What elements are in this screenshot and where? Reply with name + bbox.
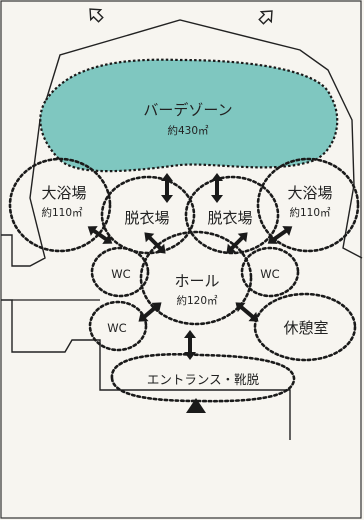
- entrance-name: エントランス・靴脱: [147, 372, 260, 387]
- hall-area: 約120㎡: [176, 294, 218, 307]
- wc-right-zone: [240, 246, 300, 298]
- bath-right-zone: [256, 157, 360, 253]
- building-outline-lower: [1, 299, 291, 440]
- bath-left-area: 約110㎡: [41, 206, 83, 219]
- bar-zone-area: [39, 58, 339, 173]
- lounge-zone: [253, 292, 357, 362]
- wc-lower-zone: [88, 300, 148, 352]
- up-left-arrow-icon: [89, 8, 104, 23]
- bar-zone-name: バーデゾーン: [143, 101, 232, 119]
- wc-left-label: WC: [111, 267, 130, 281]
- bar-zone-area: 約430㎡: [167, 124, 209, 137]
- dressing-right-name: 脱衣場: [207, 209, 252, 227]
- entrance-zone: [110, 352, 296, 403]
- double-arrow-icon: [229, 295, 265, 329]
- wc-left-zone: [90, 246, 150, 298]
- dressing-right-zone: [184, 175, 280, 255]
- double-arrow-icon: [159, 171, 175, 205]
- dressing-left-name: 脱衣場: [124, 209, 169, 227]
- building-outline: [1, 19, 363, 267]
- hall-name: ホール: [174, 272, 219, 290]
- double-arrow-icon: [82, 219, 118, 251]
- bath-right-name: 大浴場: [287, 184, 332, 202]
- wc-right-label: WC: [260, 267, 279, 281]
- hall-zone: [139, 230, 253, 326]
- up-right-arrow-icon: [258, 10, 273, 25]
- bath-right-area: 約110㎡: [289, 206, 331, 219]
- lounge-name: 休憩室: [283, 319, 328, 337]
- wc-lower-label: WC: [107, 321, 126, 335]
- dressing-left-zone: [100, 175, 196, 255]
- bath-left-zone: [8, 157, 112, 253]
- bath-left-name: 大浴場: [41, 184, 86, 202]
- entrance-triangle-icon: [186, 398, 206, 413]
